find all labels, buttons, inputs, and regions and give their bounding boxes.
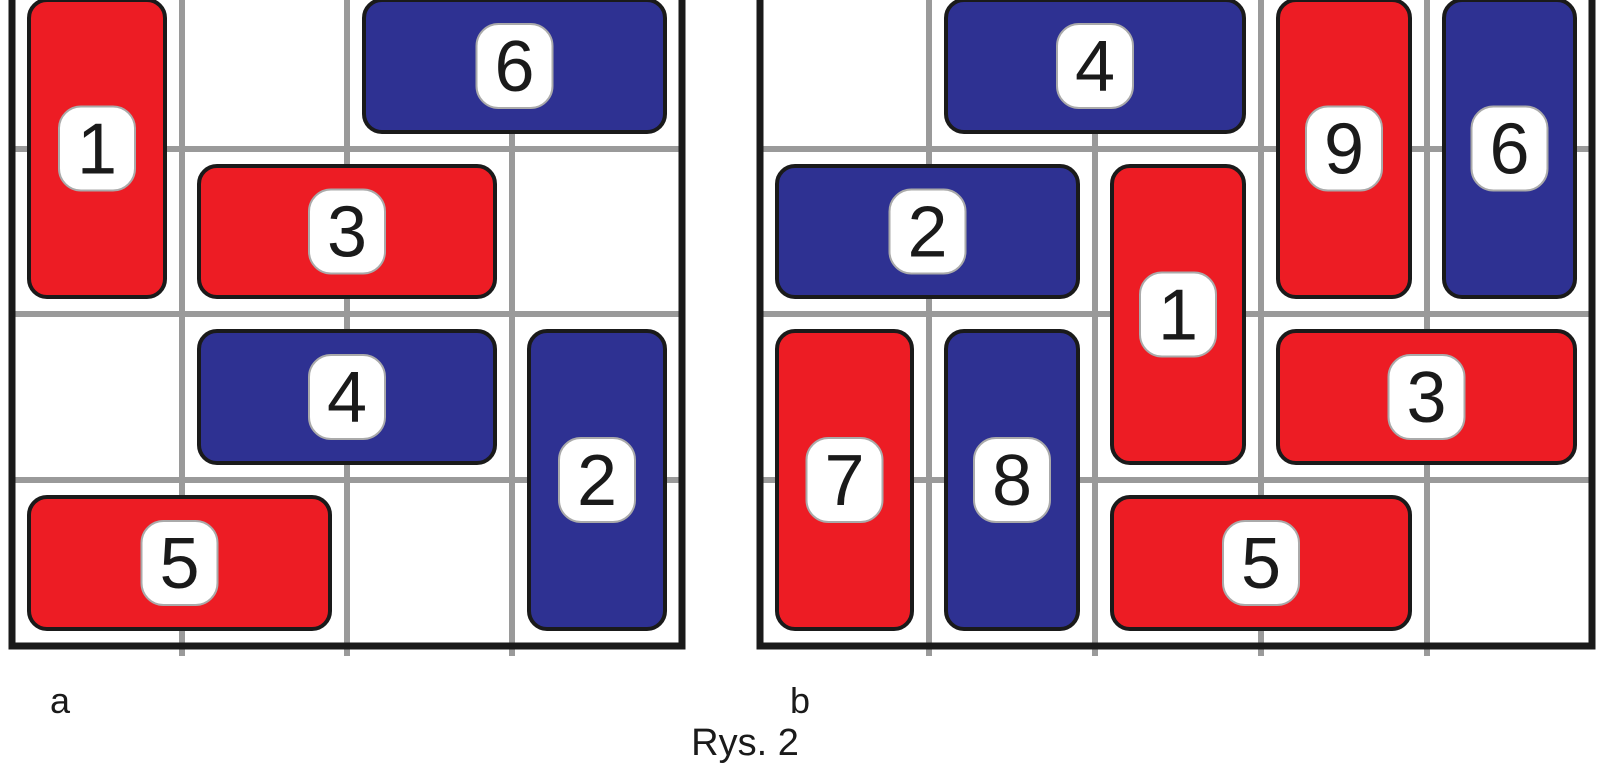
block-5[interactable]: 5 [27, 495, 332, 631]
block-4[interactable]: 4 [944, 0, 1246, 134]
number-badge [1222, 520, 1300, 606]
block-number: 1 [77, 110, 117, 190]
block-number: 2 [577, 441, 617, 521]
puzzle-board-a: 1 6 3 4 2 5 [8, 0, 686, 656]
block-3[interactable]: 3 [1276, 329, 1577, 465]
block-number: 2 [907, 193, 947, 273]
block-3[interactable]: 3 [197, 164, 497, 299]
figure-caption: Rys. 2 [691, 722, 799, 764]
block-number: 1 [1158, 276, 1198, 356]
block-9[interactable]: 9 [1276, 0, 1412, 299]
number-badge [308, 354, 386, 440]
number-badge [58, 105, 136, 192]
puzzle-board-b: 4 9 6 2 1 7 8 3 5 [756, 0, 1596, 656]
number-badge [308, 188, 386, 275]
number-badge [1139, 271, 1217, 358]
block-7[interactable]: 7 [775, 329, 914, 631]
block-4[interactable]: 4 [197, 329, 497, 465]
block-5[interactable]: 5 [1110, 495, 1412, 631]
block-number: 6 [494, 27, 534, 107]
block-number: 8 [992, 441, 1032, 521]
panel-label-b: b [790, 680, 811, 721]
block-8[interactable]: 8 [944, 329, 1080, 631]
number-badge [1056, 23, 1134, 109]
number-badge [973, 437, 1051, 523]
panel-label-a: a [50, 680, 71, 721]
number-badge [475, 23, 554, 109]
block-6[interactable]: 6 [1442, 0, 1577, 299]
block-number: 5 [159, 524, 199, 604]
number-badge [558, 437, 636, 523]
block-6[interactable]: 6 [362, 0, 667, 134]
block-number: 4 [327, 358, 367, 438]
number-badge [1305, 105, 1383, 192]
block-number: 7 [824, 441, 864, 521]
block-1[interactable]: 1 [27, 0, 167, 299]
board-border [8, 0, 686, 650]
number-badge [1470, 105, 1549, 192]
block-1[interactable]: 1 [1110, 164, 1246, 465]
number-badge [888, 188, 967, 275]
block-number: 5 [1241, 524, 1281, 604]
number-badge [805, 437, 884, 523]
block-number: 4 [1075, 27, 1115, 107]
block-2[interactable]: 2 [527, 329, 667, 631]
number-badge [140, 520, 219, 606]
block-number: 3 [327, 193, 367, 273]
block-2[interactable]: 2 [775, 164, 1080, 299]
board-border [756, 0, 1596, 650]
number-badge [1387, 354, 1466, 440]
block-number: 9 [1324, 110, 1364, 190]
block-number: 3 [1406, 358, 1446, 438]
block-number: 6 [1489, 110, 1529, 190]
